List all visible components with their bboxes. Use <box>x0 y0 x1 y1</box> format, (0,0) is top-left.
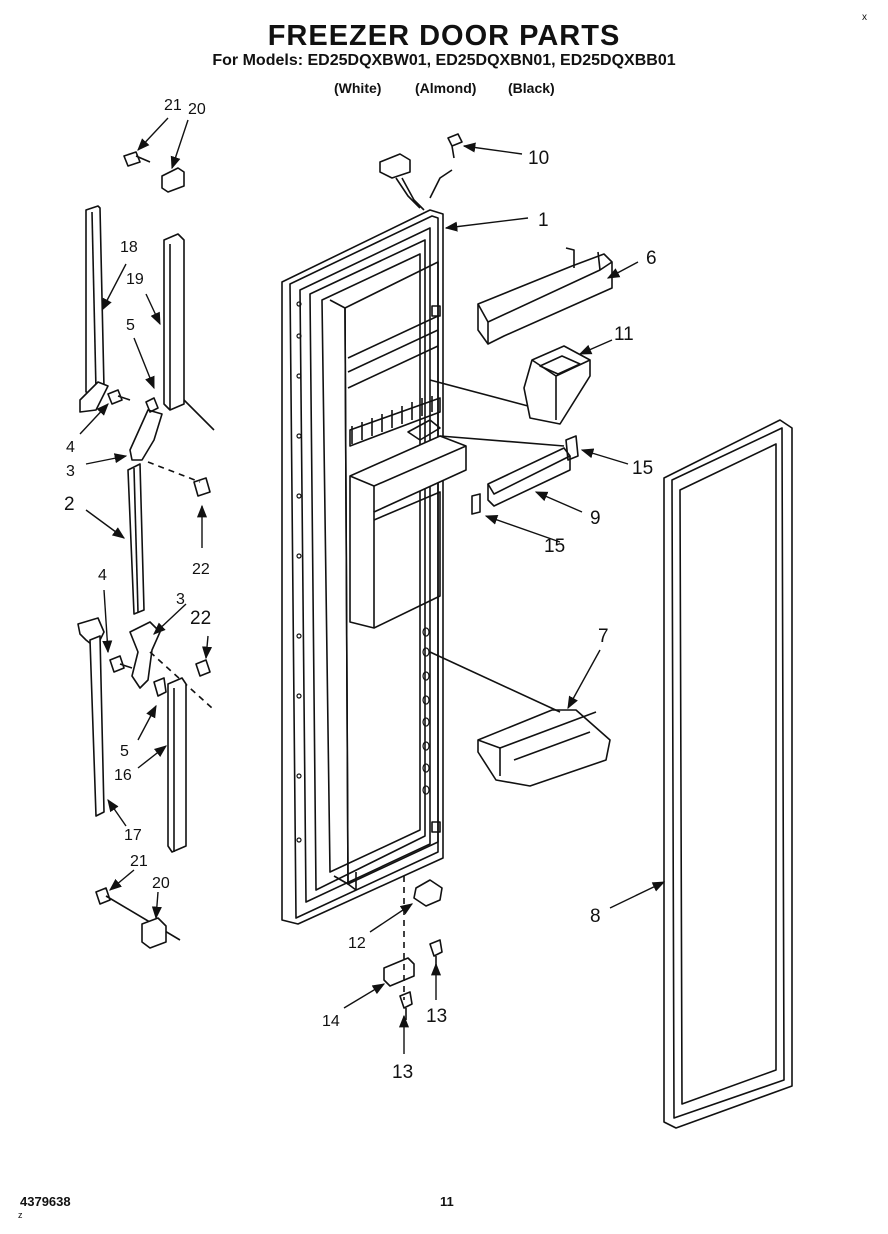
callout-21-bottom: 21 <box>130 853 148 870</box>
callout-13-bottom: 13 <box>392 1062 413 1083</box>
corner-mark: x <box>862 12 867 23</box>
callout-10: 10 <box>528 148 549 169</box>
finish-almond-label: (Almond) <box>415 80 477 96</box>
callout-3-lower: 3 <box>176 591 185 608</box>
callout-15-upper: 15 <box>632 458 653 479</box>
callout-12: 12 <box>348 935 366 952</box>
callout-15-lower: 15 <box>544 536 565 557</box>
callout-16: 16 <box>114 767 132 784</box>
callout-4-upper: 4 <box>66 439 75 456</box>
callout-11: 11 <box>614 324 634 345</box>
callout-22-lower: 22 <box>190 608 211 629</box>
callout-7: 7 <box>598 626 609 647</box>
doc-number: 4379638 <box>20 1194 71 1209</box>
tick-mark: z <box>18 1210 23 1220</box>
callout-1: 1 <box>538 210 549 231</box>
callout-4-lower: 4 <box>98 567 107 584</box>
callout-13-right: 13 <box>426 1006 447 1027</box>
callout-8: 8 <box>590 906 601 927</box>
callout-17: 17 <box>124 827 142 844</box>
page-number: 11 <box>440 1194 454 1209</box>
finish-black-label: (Black) <box>508 80 555 96</box>
callout-14: 14 <box>322 1013 340 1030</box>
callout-5-lower: 5 <box>120 743 129 760</box>
callout-21-top: 21 <box>164 97 182 114</box>
callout-22-upper: 22 <box>192 561 210 578</box>
callout-6: 6 <box>646 248 657 269</box>
finish-white-label: (White) <box>334 80 382 96</box>
callout-20-top: 20 <box>188 101 206 118</box>
callout-18: 18 <box>120 239 138 256</box>
door-liner-part <box>281 209 467 925</box>
callout-20-bottom: 20 <box>152 875 170 892</box>
callout-9: 9 <box>590 508 601 529</box>
callout-19: 19 <box>126 271 144 288</box>
models-line: For Models: ED25DQXBW01, ED25DQXBN01, ED… <box>212 52 676 69</box>
callout-2: 2 <box>64 494 75 515</box>
callout-3-upper: 3 <box>66 463 75 480</box>
callout-5-upper: 5 <box>126 317 135 334</box>
diagram-title: FREEZER DOOR PARTS <box>267 20 621 52</box>
